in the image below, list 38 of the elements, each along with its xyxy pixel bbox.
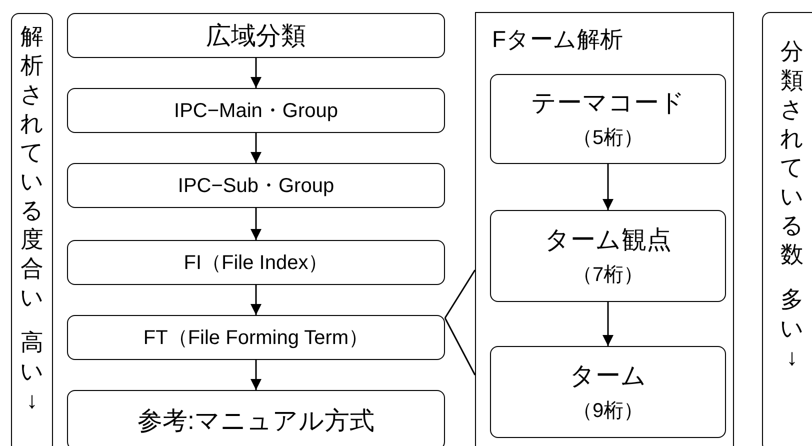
connector-line	[444, 270, 476, 318]
box-label: FT（File Forming Term）	[143, 326, 369, 351]
process-box	[67, 88, 445, 133]
process-box	[490, 210, 726, 302]
process-box	[490, 346, 726, 438]
box-label: IPC−Main・Group	[174, 99, 338, 124]
process-box	[490, 74, 726, 164]
vertical-label: 高い↓	[20, 328, 44, 415]
box-label: 参考:マニュアル方式	[138, 406, 374, 436]
box-title: ターム観点	[544, 225, 672, 256]
process-box	[67, 13, 445, 58]
vertical-label: 解析されている度合い	[20, 22, 44, 312]
vertical-label: 分類されている数	[780, 37, 804, 269]
vertical-label: 多い↓	[780, 285, 804, 372]
arrow	[602, 164, 614, 210]
box-label: FI（File Index）	[184, 251, 328, 276]
arrow	[250, 208, 262, 240]
arrow	[250, 133, 262, 163]
panel-heading: Fターム解析	[492, 25, 624, 54]
box-title: テーマコード	[531, 88, 685, 119]
box-label: 広域分類	[206, 21, 306, 52]
digit-count: （7桁）	[572, 263, 644, 288]
box-label: IPC−Sub・Group	[178, 174, 334, 199]
digit-count: （9桁）	[572, 399, 644, 424]
box-title: ターム	[570, 361, 646, 392]
group-panel	[475, 12, 734, 446]
process-box	[67, 163, 445, 208]
process-box	[67, 240, 445, 285]
label-band	[762, 12, 812, 446]
arrow	[602, 302, 614, 346]
arrow	[250, 58, 262, 88]
arrow	[250, 285, 262, 315]
process-box	[67, 315, 445, 360]
process-box	[67, 390, 445, 446]
digit-count: （5桁）	[572, 126, 644, 151]
arrow	[250, 360, 262, 390]
connector-line	[444, 318, 476, 376]
label-band	[11, 13, 53, 446]
